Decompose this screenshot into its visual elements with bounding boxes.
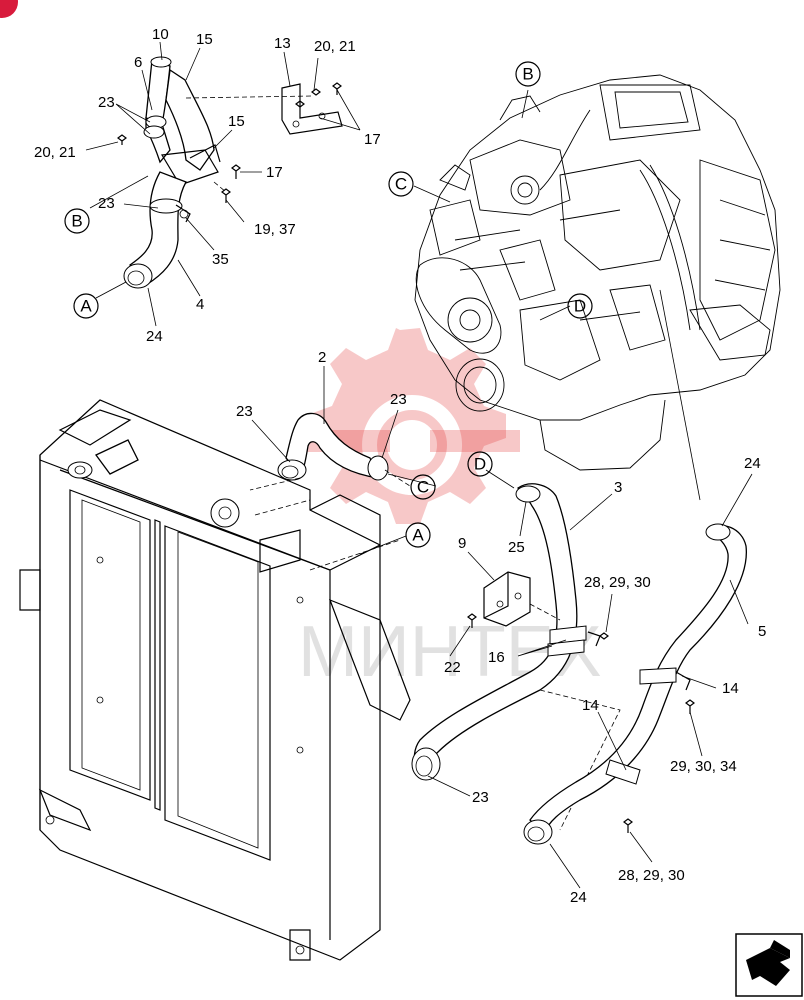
part-label-24: 24 (146, 328, 163, 345)
marker-a-radiator: A (405, 522, 431, 548)
svg-text:B: B (522, 65, 533, 84)
part-label-15: 15 (196, 31, 213, 48)
part-label-16: 16 (488, 649, 505, 666)
part-label-28-29-30: 28, 29, 30 (618, 867, 685, 884)
hose-5 (523, 523, 747, 845)
part-label-24: 24 (744, 455, 761, 472)
part-label-17: 17 (364, 131, 381, 148)
part-label-14: 14 (582, 697, 599, 714)
part-label-9: 9 (458, 535, 466, 552)
part-label-17: 17 (266, 164, 283, 181)
part-label-29-30-34: 29, 30, 34 (670, 758, 737, 775)
marker-d-engine: D (567, 293, 593, 319)
part-label-28-29-30: 28, 29, 30 (584, 574, 651, 591)
part-label-35: 35 (212, 251, 229, 268)
marker-b-left: B (64, 208, 90, 234)
leader-lines (85, 41, 753, 889)
part-label-23: 23 (390, 391, 407, 408)
hose-4-assembly (117, 56, 343, 289)
part-label-22: 22 (444, 659, 461, 676)
part-label-23: 23 (98, 195, 115, 212)
marker-a-left: A (73, 293, 99, 319)
part-label-23: 23 (236, 403, 253, 420)
engine-assembly (414, 74, 781, 471)
corner-badge (0, 0, 18, 18)
radiator-assembly (19, 399, 411, 961)
reference-markers: B C D B A C A D (64, 61, 593, 548)
part-label-3: 3 (614, 479, 622, 496)
next-page-arrow-icon[interactable] (735, 933, 803, 997)
part-label-13: 13 (274, 35, 291, 52)
marker-c-hose: C (410, 474, 436, 500)
part-label-23: 23 (472, 789, 489, 806)
svg-text:C: C (417, 478, 429, 497)
marker-d-hose: D (467, 451, 493, 477)
watermark-logo (300, 328, 520, 524)
part-label-19-37: 19, 37 (254, 221, 296, 238)
part-label-15: 15 (228, 113, 245, 130)
svg-text:C: C (395, 175, 407, 194)
marker-c-engine: C (388, 171, 414, 197)
part-label-14: 14 (722, 680, 739, 697)
svg-text:A: A (412, 526, 424, 545)
hose-2 (249, 412, 411, 491)
svg-text:A: A (80, 297, 92, 316)
svg-text:D: D (574, 297, 586, 316)
part-label-2: 2 (318, 349, 326, 366)
svg-text:B: B (71, 212, 82, 231)
part-label-20-21: 20, 21 (34, 144, 76, 161)
hose-3 (411, 483, 621, 831)
part-label-4: 4 (196, 296, 204, 313)
part-label-25: 25 (508, 539, 525, 556)
svg-text:D: D (474, 455, 486, 474)
part-label-20-21: 20, 21 (314, 38, 356, 55)
part-labels: 10 15 6 13 20, 21 23 15 17 20, 21 17 23 … (34, 26, 766, 906)
marker-b-engine: B (515, 61, 541, 87)
part-label-23: 23 (98, 94, 115, 111)
part-label-10: 10 (152, 26, 169, 43)
part-label-6: 6 (134, 54, 142, 71)
part-label-5: 5 (758, 623, 766, 640)
part-label-24: 24 (570, 889, 587, 906)
